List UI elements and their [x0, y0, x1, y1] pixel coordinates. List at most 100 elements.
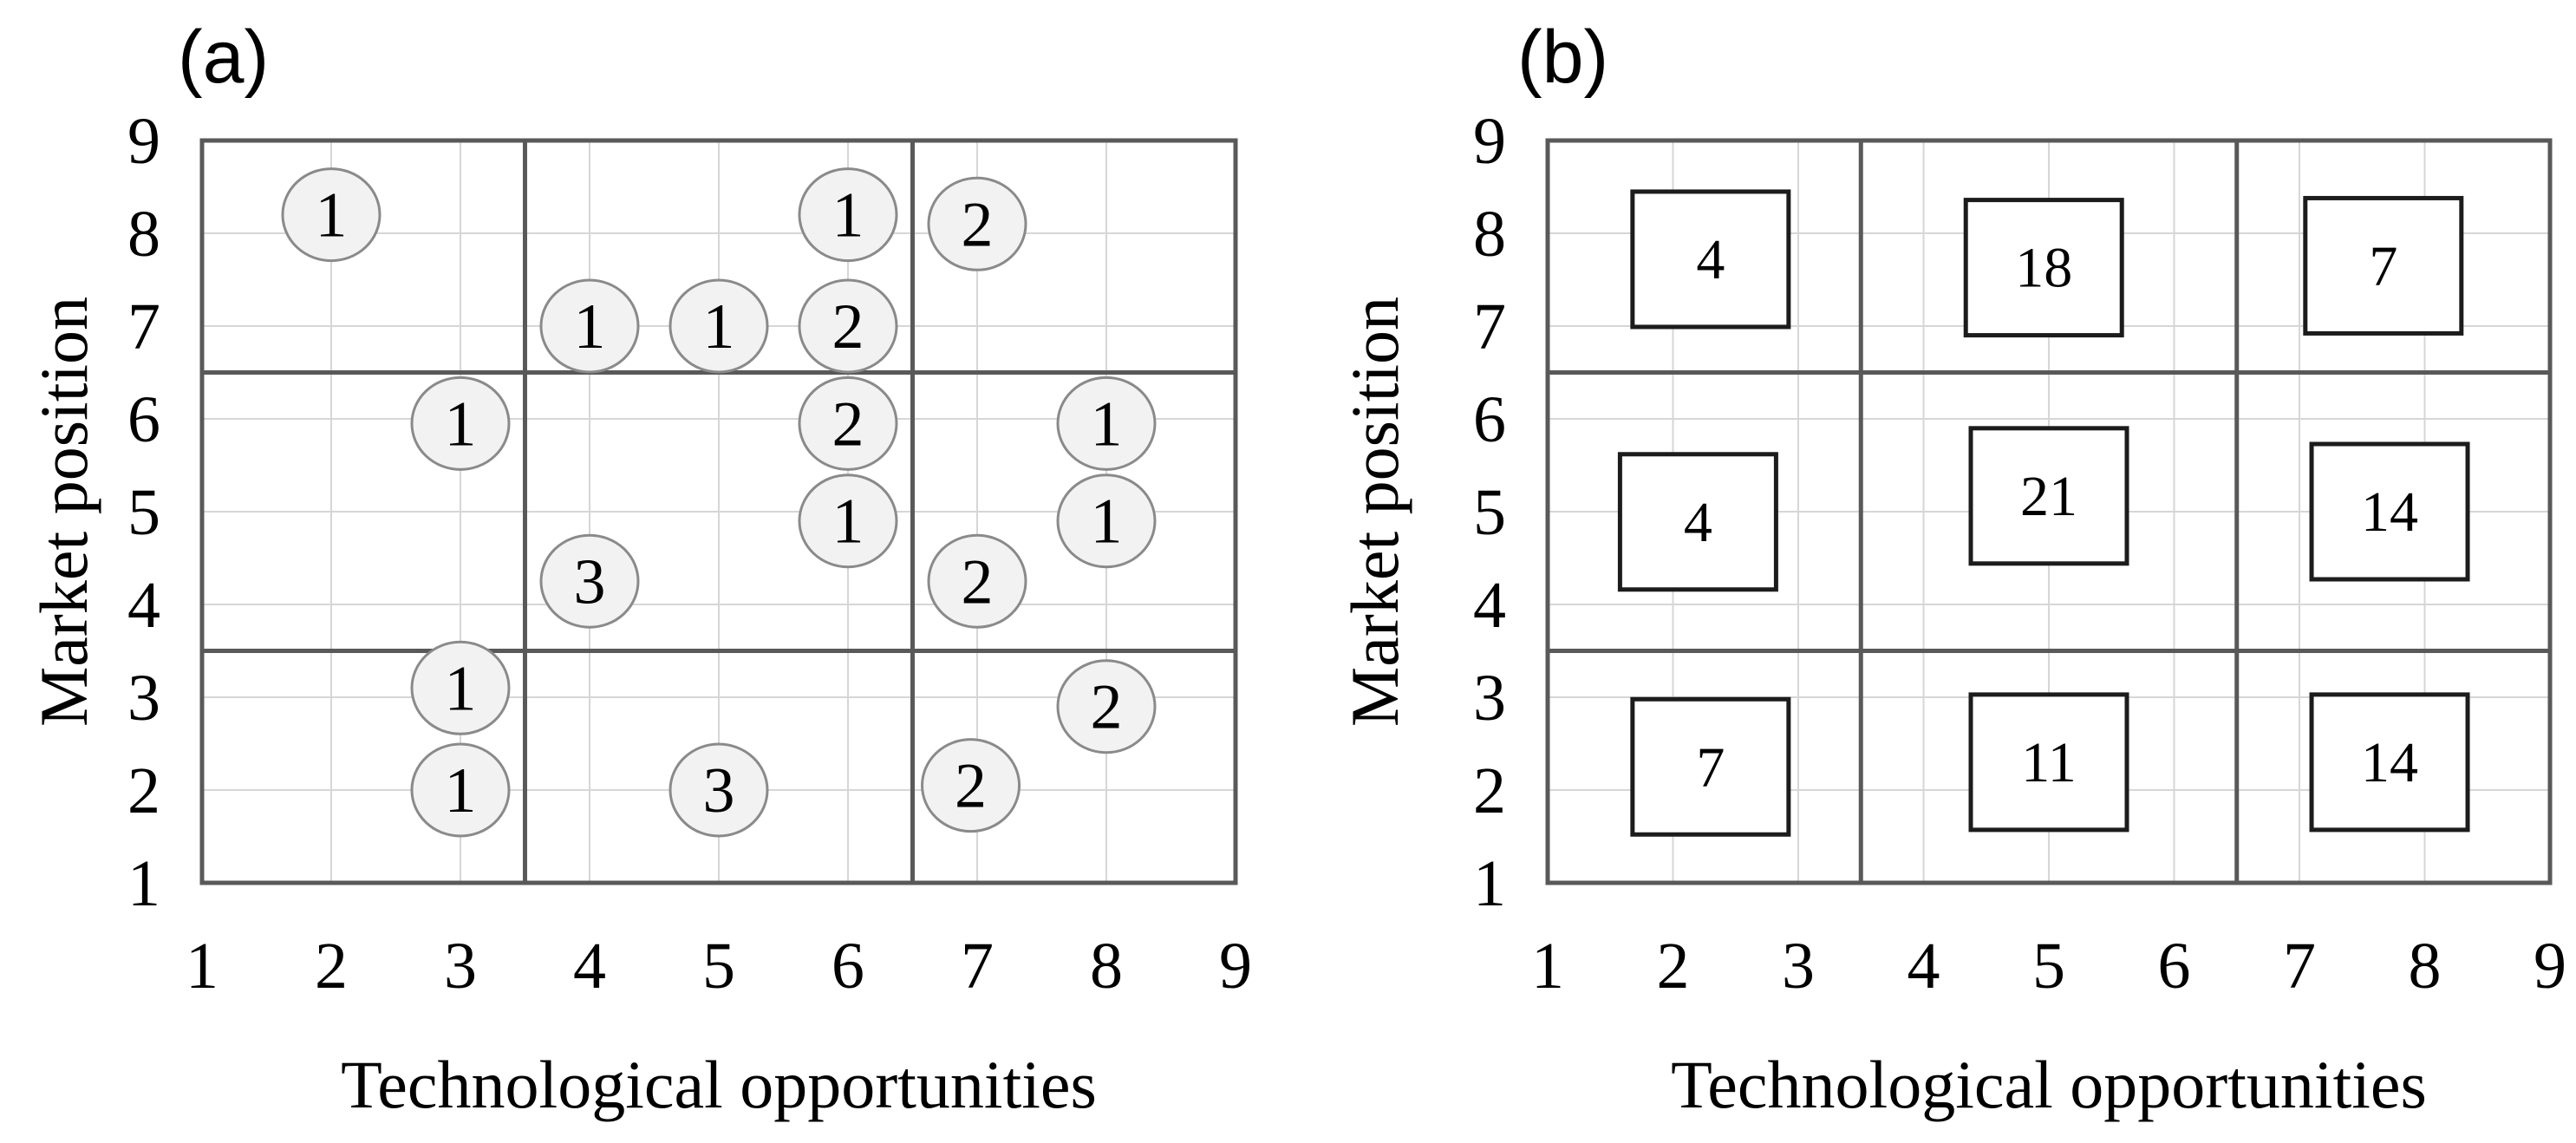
y-tick-label: 2 [1473, 754, 1506, 827]
data-point: 3 [668, 742, 769, 838]
y-tick-label: 3 [127, 662, 160, 735]
data-point-circle [1056, 659, 1157, 754]
data-point-count: 2 [955, 751, 987, 822]
x-tick-label: 4 [1908, 930, 1940, 1003]
data-point: 2 [927, 533, 1027, 629]
x-tick-label: 1 [186, 930, 218, 1003]
count-box-value: 21 [2020, 465, 2077, 528]
panel-label-a: (a) [178, 16, 269, 99]
y-tick-label: 9 [1473, 105, 1506, 178]
data-point: 2 [1056, 659, 1157, 754]
data-point-count: 2 [962, 546, 994, 617]
x-tick-label: 2 [1657, 930, 1690, 1003]
y-tick-label: 6 [127, 383, 160, 456]
data-point: 1 [410, 376, 511, 471]
y-tick-label: 3 [1473, 662, 1506, 735]
x-tick-label: 3 [444, 930, 477, 1003]
data-point-count: 1 [574, 291, 606, 362]
x-tick-label: 8 [1090, 930, 1123, 1003]
panel-label-b: (b) [1517, 16, 1608, 99]
data-point: 2 [798, 376, 898, 471]
data-point-circle [798, 167, 898, 263]
x-tick-label: 7 [961, 930, 994, 1003]
count-box-value: 11 [2021, 731, 2077, 794]
data-point-count: 1 [703, 291, 735, 362]
data-point-count: 1 [445, 653, 477, 724]
data-point-circle [668, 742, 769, 838]
count-box: 4 [1630, 189, 1791, 330]
x-tick-label: 9 [1219, 930, 1252, 1003]
data-point-circle [410, 742, 511, 838]
y-tick-label: 5 [127, 476, 160, 549]
data-point-count: 1 [445, 755, 477, 826]
plot-border-a [199, 138, 1238, 885]
data-point-count: 2 [1091, 672, 1123, 743]
count-box-value: 7 [1696, 735, 1725, 799]
y-tick-label: 6 [1473, 383, 1506, 456]
count-box: 14 [2309, 692, 2470, 833]
y-tick-label: 4 [127, 569, 160, 642]
y-axis-title-b: Market position [1337, 297, 1412, 727]
data-point: 1 [798, 474, 898, 569]
y-axis-title-a: Market position [26, 297, 101, 727]
count-box-value: 4 [1696, 228, 1725, 291]
data-point-circle [798, 278, 898, 374]
data-point-circle [921, 738, 1021, 833]
x-tick-label: 5 [2032, 930, 2065, 1003]
data-point-circle [668, 278, 769, 374]
y-tick-label: 4 [1473, 569, 1506, 642]
data-point-circle [927, 533, 1027, 629]
data-point: 2 [927, 176, 1027, 271]
count-box-rect [1968, 692, 2129, 833]
data-point-circle [539, 278, 640, 374]
x-tick-label: 3 [1782, 930, 1815, 1003]
data-point-count: 3 [574, 546, 606, 617]
data-point-circle [281, 167, 382, 263]
y-tick-label: 1 [127, 847, 160, 920]
data-point-circle [1056, 376, 1157, 471]
x-tick-label: 9 [2534, 930, 2566, 1003]
data-point: 3 [539, 533, 640, 629]
data-point: 1 [410, 742, 511, 838]
x-tick-label: 4 [573, 930, 606, 1003]
data-point-count: 1 [445, 389, 477, 460]
count-box-rect [2309, 441, 2470, 582]
x-tick-label: 6 [831, 930, 864, 1003]
x-tick-label: 1 [1531, 930, 1564, 1003]
y-tick-label: 1 [1473, 847, 1506, 920]
data-point-count: 1 [316, 180, 348, 251]
x-axis-title-b: Technological opportunities [1671, 1047, 2427, 1122]
count-box-rect [1630, 189, 1791, 330]
data-point: 1 [539, 278, 640, 374]
count-box-value: 18 [2015, 237, 2072, 300]
y-tick-label: 8 [127, 198, 160, 271]
data-point-count: 1 [1091, 389, 1123, 460]
data-point: 1 [281, 167, 382, 263]
data-point-circle [798, 376, 898, 471]
count-box: 11 [1968, 692, 2129, 833]
count-box-value: 14 [2361, 731, 2418, 794]
count-box-rect [1617, 452, 1778, 592]
count-box: 21 [1968, 426, 2129, 566]
count-box-rect [1630, 696, 1791, 837]
data-point: 1 [1056, 376, 1157, 471]
data-point-count: 2 [832, 389, 864, 460]
data-point-count: 1 [832, 487, 864, 558]
data-point-circle [539, 533, 640, 629]
x-tick-label: 7 [2283, 930, 2316, 1003]
data-point-count: 2 [962, 189, 994, 260]
y-tick-label: 5 [1473, 476, 1506, 549]
count-box: 4 [1617, 452, 1778, 592]
data-point-circle [410, 376, 511, 471]
count-box: 7 [2303, 195, 2464, 336]
count-box-value: 14 [2361, 480, 2418, 544]
count-box-rect [1968, 426, 2129, 566]
y-tick-label: 8 [1473, 198, 1506, 271]
x-tick-label: 2 [315, 930, 348, 1003]
x-tick-label: 8 [2409, 930, 2442, 1003]
plot-border-b [1545, 138, 2553, 885]
data-point: 1 [668, 278, 769, 374]
data-point-circle [927, 176, 1027, 271]
